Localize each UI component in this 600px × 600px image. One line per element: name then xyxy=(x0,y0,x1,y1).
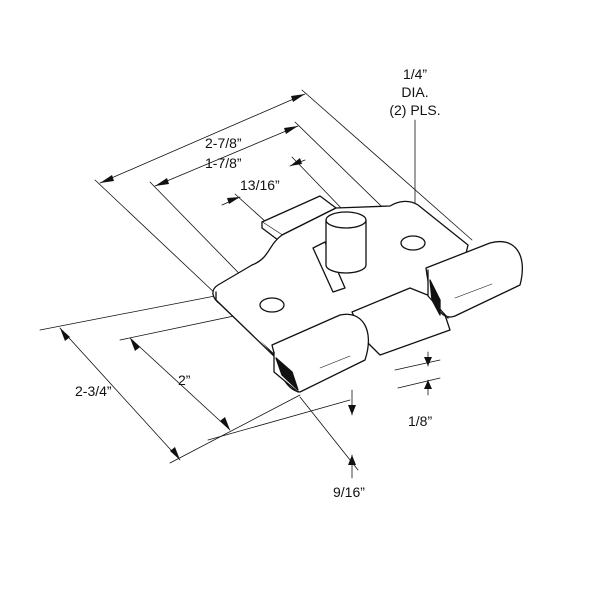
hole-size-label: 1/4” xyxy=(402,66,428,82)
hinge-leaf xyxy=(212,195,469,361)
hole-count-label: (2) PLS. xyxy=(389,102,441,118)
pin-offset-label: 13/16” xyxy=(240,177,280,193)
knuckle-width-label: 9/16” xyxy=(333,484,365,500)
hole-spacing-width-label: 2” xyxy=(178,372,191,388)
hole-dia-label: DIA. xyxy=(401,84,429,100)
overall-length-label: 2-7/8” xyxy=(205,135,242,151)
overall-width-label: 2-3/4” xyxy=(75,383,112,399)
knuckles xyxy=(271,240,523,393)
hole-spacing-length-label: 1-7/8” xyxy=(205,155,242,171)
thickness-label: 1/8” xyxy=(408,413,433,429)
dimension-lines xyxy=(39,89,473,479)
hinge-pin xyxy=(325,211,367,274)
